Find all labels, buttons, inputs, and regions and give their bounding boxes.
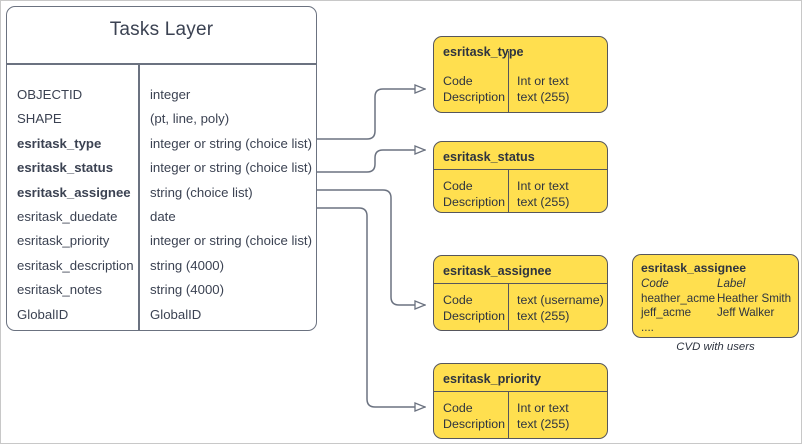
field-name: OBJECTID [17,87,83,102]
domain-box-esritask-assignee: esritask_assignee Code Description text … [433,255,608,331]
field-type: integer or string (choice list) [150,233,312,249]
domain-box-code-column: Code Description [443,74,505,104]
table-row: GlobalID GlobalID [7,307,316,331]
field-name: esritask_priority [17,233,110,249]
domain-box-code-column: Code Description [443,401,505,431]
field-type: integer or string (choice list) [150,135,312,151]
field-type: string (4000) [150,282,225,298]
page-title: Tasks Layer [109,19,214,40]
table-row: SHAPE (pt, line, poly) [7,111,316,135]
domain-box-title: esritask_type [443,45,524,59]
cvd-caption: CVD with users [676,341,755,353]
list-item: .... [641,321,797,336]
field-type: integer [150,87,191,102]
table-row: esritask_duedate date [7,209,316,233]
field-type: date [150,208,176,224]
field-name: esritask_description [17,257,134,273]
table-row: OBJECTID integer [7,87,316,111]
table-row: esritask_description string (4000) [7,258,316,282]
field-type: GlobalID [150,306,202,322]
domain-box-header-divider [434,169,607,171]
domain-box-code-column: Code Description [443,293,505,323]
cvd-sample-box: esritask_assignee Code Label heather_acm… [632,254,799,338]
field-list: OBJECTID integer SHAPE (pt, line, poly) … [7,87,316,331]
field-name: esritask_assignee [17,184,131,200]
field-name: esritask_type [17,135,102,151]
table-row: esritask_type integer or string (choice … [7,136,316,160]
domain-box-header-divider [434,391,607,393]
field-name: esritask_status [17,160,114,176]
domain-box-column-divider [508,391,510,438]
cvd-label-header: Label [717,277,746,290]
domain-box-type-column: Int or text text (255) [517,74,570,104]
cvd-value-list: Code Label heather_acme Heather Smith je… [641,277,797,335]
field-name: GlobalID [17,306,69,322]
domain-box-esritask-type: esritask_type Code Description Int or te… [433,36,608,113]
list-item: heather_acme Heather Smith [641,292,797,307]
cvd-code: .... [641,320,654,334]
connector-type [316,89,425,140]
table-row: esritask_assignee string (choice list) [7,185,316,209]
field-type: string (4000) [150,257,225,273]
table-row: esritask_status integer or string (choic… [7,160,316,184]
cvd-label: Heather Smith [717,291,792,305]
domain-box-title: esritask_priority [443,372,542,386]
field-name: SHAPE [17,111,62,127]
domain-box-title: esritask_status [443,150,535,164]
domain-box-title: esritask_assignee [443,264,552,278]
cvd-code: heather_acme [641,291,716,305]
cvd-header-row: Code Label [641,277,797,292]
domain-box-type-column: text (username) text (255) [517,293,604,323]
domain-box-column-divider [508,169,510,212]
field-type: (pt, line, poly) [150,111,230,127]
cvd-label: Jeff Walker [717,306,775,320]
field-name: esritask_notes [17,282,103,298]
cvd-code-header: Code [641,277,669,290]
field-type: string (choice list) [150,184,253,200]
field-type: integer or string (choice list) [150,160,312,176]
table-column-divider [138,64,140,330]
table-row: esritask_notes string (4000) [7,282,316,306]
table-header-divider [7,63,316,65]
connector-assignee [316,189,425,305]
cvd-title: esritask_assignee [641,261,747,275]
domain-box-esritask-priority: esritask_priority Code Description Int o… [433,363,608,439]
domain-box-type-column: Int or text text (255) [517,401,570,431]
domain-box-code-column: Code Description [443,179,505,209]
connector-status [316,150,425,173]
domain-box-esritask-status: esritask_status Code Description Int or … [433,141,608,213]
field-name: esritask_duedate [17,208,118,224]
tasks-layer-table: Tasks Layer OBJECTID integer SHAPE (pt, … [6,6,317,331]
domain-box-type-column: Int or text text (255) [517,179,570,209]
domain-box-column-divider [508,283,510,330]
cvd-code: jeff_acme [641,306,692,320]
domain-box-column-divider [508,51,510,112]
connector-priority [316,207,425,407]
domain-box-header-divider [434,283,607,285]
table-row: esritask_priority integer or string (cho… [7,233,316,257]
list-item: jeff_acme Jeff Walker [641,306,797,321]
